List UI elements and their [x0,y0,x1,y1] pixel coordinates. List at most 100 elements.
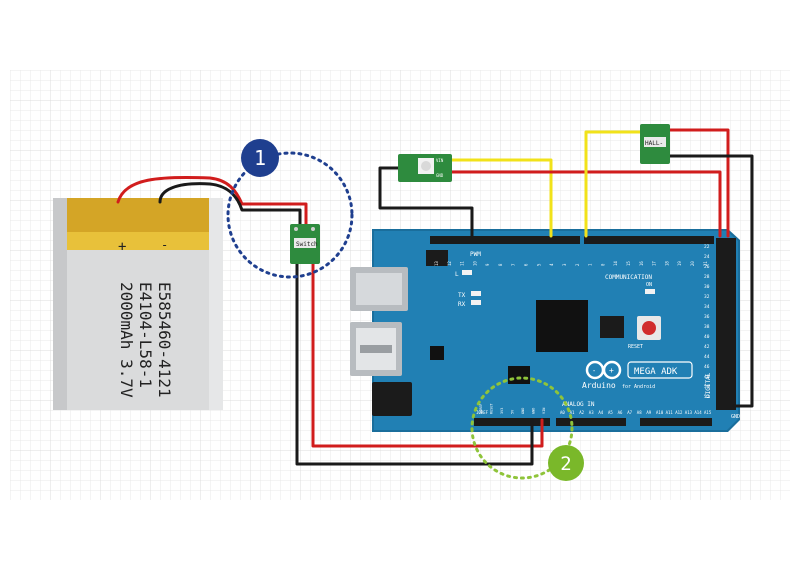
top-pin-label: 16 [639,261,644,266]
model-badge: MEGA ADK [627,361,693,379]
model-label: MEGA ADK [634,367,678,377]
svg-text:-: - [592,367,596,375]
analog-pin-label: A9 [646,410,651,415]
top-pin-label: 4 [549,263,554,266]
arduino-logo: - + Arduino for Android [582,360,655,390]
arduino-mega-adk-board: PWM COMMUNICATION ANALOG IN ON TX RX L R… [350,229,740,432]
power-pin-label: GND [521,408,525,414]
led-tx [471,291,481,296]
l-label: L [455,271,459,278]
top-pin-label: 12 [447,261,452,266]
communication-label: COMMUNICATION [605,274,652,281]
top-pin-label: 17 [652,261,657,266]
led-red-wire [448,170,722,238]
analog-header-strip-2 [640,418,712,426]
top-pin-label: 18 [664,261,669,266]
digital-header-strip [716,238,736,410]
analog-pin-label: A14 [694,410,702,415]
top-pin-label: 2 [575,263,580,266]
top-pin-label: 10 [472,261,477,266]
top-pin-label: 19 [677,261,682,266]
digital-pin-label: 30 [704,284,710,290]
led-l [462,270,472,275]
callout-2-ring [470,376,574,480]
microcontroller-chip [536,300,588,352]
comm-header-strip [584,236,714,244]
power-pin-label: 5V [511,409,515,414]
power-header-strip [474,418,550,426]
callout-1: 1 [226,139,354,279]
gnd-label: GND [731,414,740,420]
wires [116,128,754,466]
digital-pin-label: 42 [704,344,710,350]
led-yellow-wire [448,158,553,238]
callout-2-number: 2 [560,453,571,475]
analog-pin-label: A6 [618,410,623,415]
switch-label: Switch [296,241,318,248]
battery-line-2: E4104-L58-1 [136,282,155,388]
on-label: ON [646,282,652,288]
top-pin-label: 9 [485,263,490,266]
analog-pin-label: A13 [685,410,693,415]
callout-2-badge [548,445,584,481]
arduino-brand-sub: for Android [622,384,655,390]
digital-pin-label: 52 [704,394,710,400]
analog-pin-label: A2 [579,410,584,415]
battery-line-1: E585460-4121 [155,282,174,398]
top-header-strip [430,236,580,244]
switch-black-wire [295,260,534,466]
top-pin-label: 0 [600,263,605,266]
hall-black-wire [664,154,754,408]
switch-module: Switch [290,224,320,264]
analog-pin-label: A4 [598,410,603,415]
digital-pin-label: 24 [704,254,710,260]
battery-minus: - [161,238,168,252]
battery-line-3: 2000mAh 3.7V [117,282,136,398]
icsp-header-mid [600,316,624,338]
callout-1-number: 1 [254,146,266,170]
led-pin-b: GND [436,173,444,178]
lipo-battery: - + E585460-4121 E4104-L58-1 2000mAh 3.7… [53,198,223,410]
digital-pin-label: 40 [704,334,710,340]
digital-pin-label: 22 [704,244,710,250]
led-black-wire [378,166,474,238]
battery-red-lead [116,175,308,230]
tx-label: TX [458,292,466,299]
digital-pin-label: 32 [704,294,710,300]
power-pin-label: IOREF [479,403,483,414]
icsp-header-top [426,250,448,266]
power-pin-label: RESET [490,403,494,414]
digital-pin-label: 26 [704,264,710,270]
power-jack [372,382,412,416]
top-pin-label: 1 [588,263,593,266]
digital-label: DIGITAL [705,372,712,398]
analog-pin-label: A12 [675,410,683,415]
analog-pin-label: A0 [560,410,565,415]
top-pin-label: 7 [511,263,516,266]
svg-text:+: + [609,366,614,375]
pwm-label: PWM [470,251,481,258]
rgb-led-module: VIN GND [398,154,452,182]
arduino-brand: Arduino [582,381,616,390]
led-pin-a: VIN [436,158,444,163]
digital-pin-label: 44 [704,354,710,360]
rx-label: RX [458,301,466,308]
callout-1-ring [226,151,354,279]
analog-pin-label: A15 [704,410,712,415]
top-pin-label: 5 [536,263,541,266]
top-pin-label: 6 [524,263,529,266]
analog-pin-label: A5 [608,410,613,415]
ioref-label: IOREF [476,410,489,415]
digital-pin-label: 36 [704,314,710,320]
analog-header-strip [556,418,626,426]
analog-pin-label: A8 [637,410,642,415]
top-pin-label: 13 [434,261,439,266]
led-rx [471,300,481,305]
digital-pin-label: 38 [704,324,710,330]
power-pin-label: GND [532,408,536,414]
analog-pin-label: A11 [666,410,674,415]
